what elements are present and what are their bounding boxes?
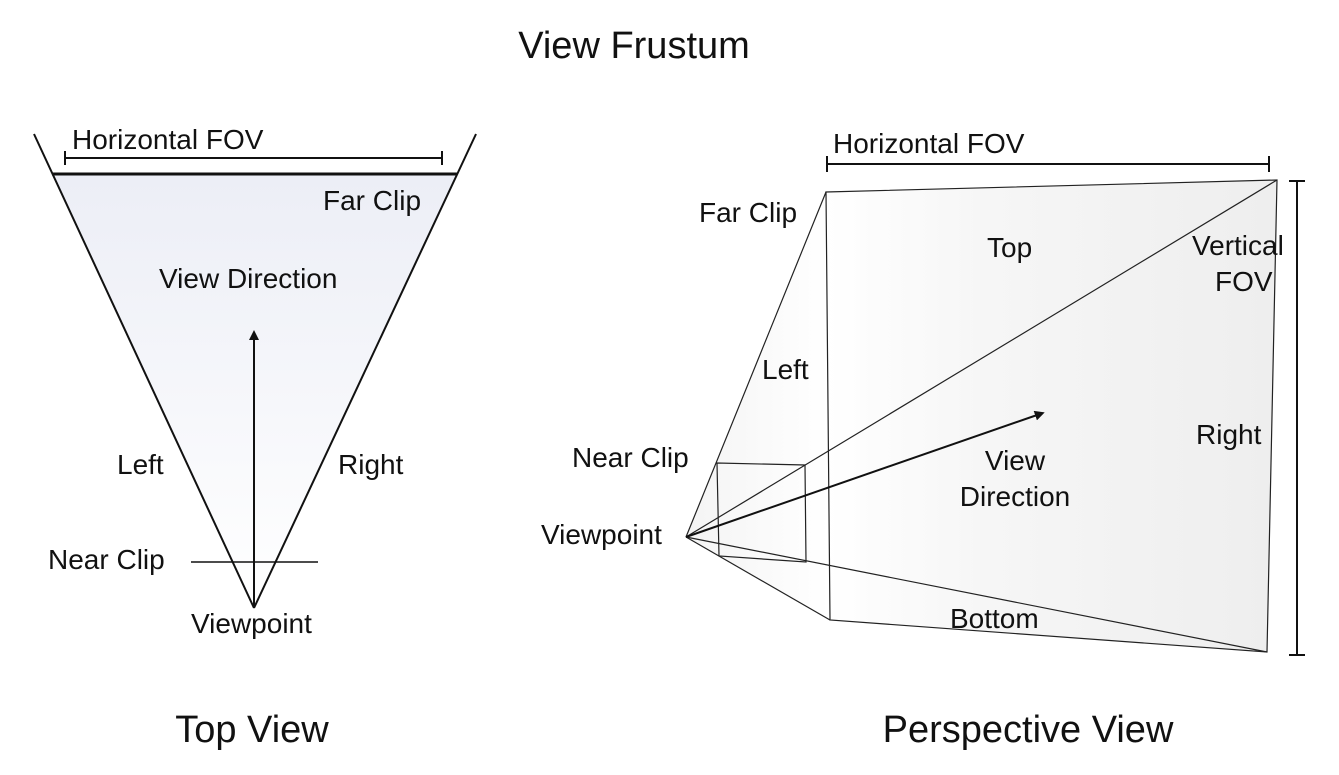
top-view-far-clip-label: Far Clip bbox=[323, 185, 421, 216]
top-view-caption: Top View bbox=[175, 709, 329, 751]
perspective-horizontal-fov-bracket bbox=[826, 156, 1270, 172]
top-view-right-label: Right bbox=[338, 449, 404, 480]
perspective-right-label: Right bbox=[1196, 419, 1262, 450]
top-view-near-clip-label: Near Clip bbox=[48, 544, 165, 575]
perspective-horizontal-fov-label: Horizontal FOV bbox=[833, 128, 1025, 159]
perspective-edge-top-left bbox=[685, 191, 827, 538]
perspective-edge-top-right bbox=[685, 179, 1278, 538]
diagram-title: View Frustum bbox=[518, 25, 750, 67]
perspective-view-direction-label-line2: Direction bbox=[960, 481, 1070, 512]
perspective-bottom-label: Bottom bbox=[950, 603, 1039, 634]
top-view-left-edge bbox=[33, 133, 255, 609]
perspective-far-clip-plane bbox=[825, 179, 1278, 653]
perspective-left-label: Left bbox=[762, 354, 809, 385]
top-view-horizontal-fov-label: Horizontal FOV bbox=[72, 124, 264, 155]
perspective-viewpoint-label: Viewpoint bbox=[541, 519, 662, 550]
perspective-edge-bottom-right bbox=[685, 536, 1268, 653]
perspective-near-clip-label: Near Clip bbox=[572, 442, 689, 473]
perspective-view-direction-label-line1: View bbox=[985, 445, 1046, 476]
perspective-edge-bottom-left bbox=[685, 536, 831, 621]
perspective-top-label: Top bbox=[987, 232, 1032, 263]
top-view: Horizontal FOV Far Clip View Direction L… bbox=[33, 124, 477, 751]
perspective-view: Horizontal FOV Far Clip Top Vertical FOV… bbox=[541, 128, 1305, 751]
perspective-left-face-fill bbox=[686, 192, 830, 620]
perspective-far-plane-fill bbox=[826, 180, 1277, 652]
perspective-far-clip-label: Far Clip bbox=[699, 197, 797, 228]
top-view-right-edge bbox=[253, 133, 477, 609]
perspective-direction-arrow bbox=[685, 410, 1045, 538]
top-view-viewpoint-label: Viewpoint bbox=[191, 608, 312, 639]
perspective-vertical-fov-label-line1: Vertical bbox=[1192, 230, 1284, 261]
perspective-vertical-fov-bracket bbox=[1289, 180, 1305, 656]
top-view-fov-bracket bbox=[64, 151, 443, 165]
perspective-view-caption: Perspective View bbox=[883, 709, 1174, 751]
perspective-vertical-fov-label-line2: FOV bbox=[1215, 266, 1273, 297]
top-view-left-label: Left bbox=[117, 449, 164, 480]
top-view-view-direction-label: View Direction bbox=[159, 263, 337, 294]
